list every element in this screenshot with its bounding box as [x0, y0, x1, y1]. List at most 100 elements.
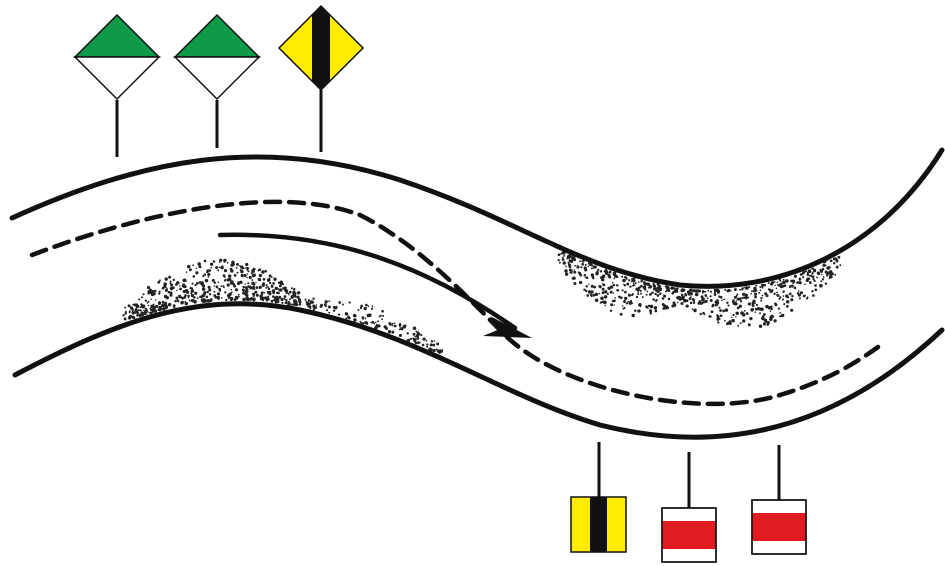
sediment-dot [172, 278, 175, 282]
sediment-dot [130, 306, 134, 309]
sediment-dot [732, 313, 735, 317]
sediment-dot [711, 303, 715, 307]
sediment-dot [661, 303, 665, 306]
sediment-dot [685, 299, 689, 303]
sediment-dot [663, 294, 667, 298]
sediment-dot [435, 348, 438, 351]
sediment-dot [723, 298, 725, 301]
sediment-dot [804, 270, 807, 273]
sediment-dot [255, 281, 257, 284]
sediment-dot [276, 287, 279, 290]
sediment-dot [123, 318, 126, 321]
sediment-dot [272, 291, 276, 295]
sediment-dot [137, 309, 141, 312]
sediment-dot [634, 282, 637, 285]
sediment-dot [789, 286, 791, 289]
sediment-dot [185, 271, 188, 273]
sediment-dot [415, 330, 418, 333]
sediment-dot [738, 304, 742, 308]
sediment-dot [312, 301, 315, 304]
sediment-dot [269, 281, 272, 285]
sediment-dot [154, 292, 157, 295]
sediment-dot [184, 301, 188, 306]
sediment-dot [207, 285, 211, 289]
sediment-dot [806, 296, 809, 299]
sediment-dot [822, 276, 825, 278]
sediment-dot [245, 288, 249, 291]
sediment-dot [217, 281, 220, 284]
sediment-dot [737, 324, 740, 327]
sediment-dot [201, 298, 203, 300]
sediment-dot [157, 280, 161, 284]
sediment-dot [250, 286, 253, 290]
sediment-dot [362, 317, 364, 320]
sign-bottom-3 [751, 445, 807, 555]
sediment-dot [776, 294, 779, 297]
sediment-dot [252, 285, 256, 289]
sediment-dot [640, 280, 643, 283]
sediment-dot [399, 328, 401, 331]
sediment-dot [142, 293, 145, 296]
sediment-dot [273, 277, 277, 281]
sediment-dot [714, 300, 718, 304]
sediment-dot [798, 281, 802, 285]
sediment-dot [147, 300, 150, 303]
sediment-dot [813, 279, 816, 283]
sediment-dot [779, 312, 782, 314]
sediment-dot [730, 289, 732, 292]
sediment-dot [684, 292, 687, 295]
sediment-dot [134, 310, 138, 314]
sediment-dot [827, 266, 831, 269]
sediment-dot [284, 301, 288, 305]
sediment-dot [294, 300, 298, 305]
sediment-dot [265, 284, 268, 287]
sediment-dot [246, 276, 248, 279]
sediment-dot [271, 276, 273, 279]
sediment-dot [224, 291, 227, 294]
sediment-dot [432, 344, 435, 347]
sediment-dot [359, 320, 362, 323]
sediment-dot [769, 317, 773, 321]
sediment-dot [235, 288, 239, 291]
sediment-dot [332, 306, 336, 309]
sediment-dot [245, 267, 247, 269]
sediment-dot [142, 309, 145, 312]
sediment-dot [801, 273, 804, 276]
sediment-dot [567, 255, 570, 258]
sediment-dot [691, 308, 694, 311]
sediment-dot [268, 277, 271, 280]
sediment-dot [632, 282, 635, 285]
sediment-dot [702, 311, 705, 315]
sediment-dot [802, 294, 806, 298]
sediment-dot [776, 281, 779, 283]
sediment-dot [641, 296, 644, 299]
sediment-dot [713, 293, 717, 296]
sediment-dot [756, 307, 760, 310]
sediment-dot [258, 285, 262, 290]
sediment-dot [779, 285, 783, 289]
sediment-dot [598, 292, 601, 295]
sediment-dot [717, 321, 720, 324]
sediment-dot [614, 297, 616, 299]
sediment-dot [779, 296, 782, 299]
sediment-dot [415, 334, 420, 338]
sediment-dot [194, 291, 198, 295]
sediment-dot [371, 305, 374, 308]
sign-top-1 [73, 13, 161, 157]
sediment-dot [704, 294, 707, 297]
sediment-dot [200, 281, 204, 285]
sediment-dot [293, 299, 295, 301]
sediment-dot [122, 314, 125, 317]
sediment-dot [741, 297, 744, 299]
sediment-dot [751, 308, 755, 311]
sediment-dot [269, 291, 272, 294]
sediment-dot [657, 285, 662, 290]
sediment-dot [203, 292, 207, 296]
sediment-dot [585, 276, 589, 279]
sediment-dot [209, 262, 214, 266]
sediment-dot [623, 300, 626, 303]
sediment-dot [568, 268, 572, 272]
sediment-dot [207, 276, 210, 278]
sediment-dot [571, 258, 574, 261]
